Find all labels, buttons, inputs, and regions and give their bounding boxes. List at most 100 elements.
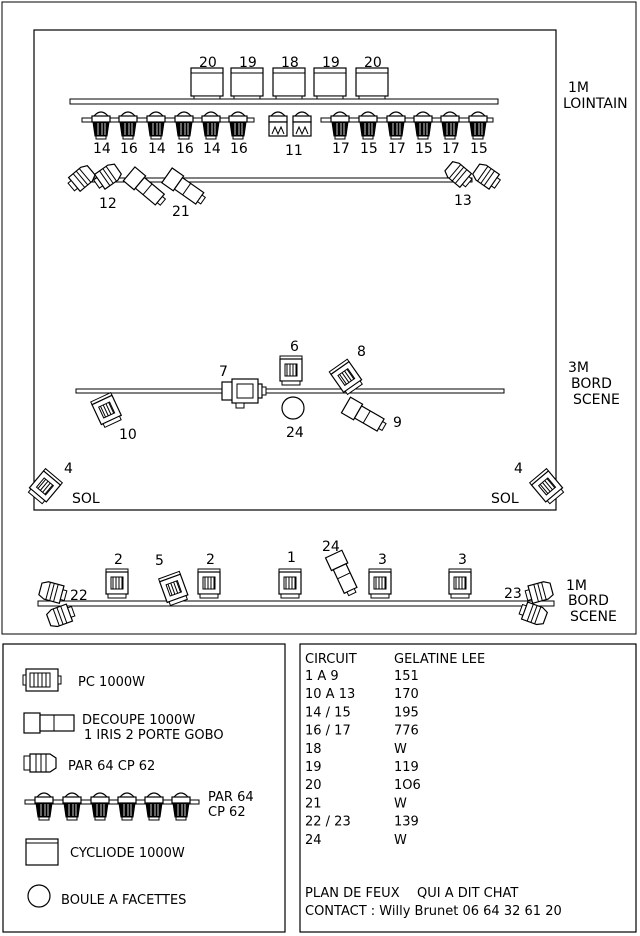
par-num: 17 <box>332 141 350 157</box>
mid-fixtures <box>90 355 390 436</box>
table-row-gel: 139 <box>394 815 419 830</box>
cyc-num: 19 <box>322 55 340 71</box>
table-row-gel: W <box>394 742 407 757</box>
par-bar-left <box>81 117 255 123</box>
fixture-num: 23 <box>504 586 522 602</box>
fixture-num: 4 <box>514 461 523 477</box>
fixture-num: 8 <box>357 344 366 360</box>
par-num: 17 <box>442 141 460 157</box>
legend-cyc: CYCLIODE 1000W <box>70 846 185 861</box>
table-row-gel: 195 <box>394 705 419 720</box>
stage-area <box>33 29 557 511</box>
table-row-gel: 119 <box>394 760 419 775</box>
front-pipe <box>37 600 555 607</box>
floor-fixtures <box>26 468 566 506</box>
table-row-circuit: 20 <box>305 778 322 793</box>
legend-par: PAR 64 CP 62 <box>68 759 155 774</box>
front-label-scene: SCENE <box>570 609 617 625</box>
legend-par-bar: PAR 64 <box>208 790 254 805</box>
table-frame <box>299 643 637 933</box>
par-num: 15 <box>415 141 433 157</box>
sol-label-left: SOL <box>72 491 100 507</box>
legend-decoupe-options: 1 IRIS 2 PORTE GOBO <box>84 728 224 743</box>
par-num: 17 <box>388 141 406 157</box>
table-row-circuit: 19 <box>305 760 322 775</box>
legend-pc-symbol <box>22 668 62 692</box>
lointain-pipe <box>69 98 499 105</box>
plan-name: QUI A DIT CHAT <box>417 886 518 901</box>
fixture-num: 4 <box>64 461 73 477</box>
par-num: 16 <box>230 141 248 157</box>
table-row-circuit: 21 <box>305 796 322 811</box>
table-row-circuit: 18 <box>305 742 322 757</box>
fixture-num: 2 <box>206 552 215 568</box>
table-row-gel: 151 <box>394 669 419 684</box>
fixture-num: 24 <box>322 539 340 555</box>
front-label-bord: BORD <box>568 593 609 609</box>
fixture-num: 24 <box>286 425 304 441</box>
legend-frame <box>2 643 286 933</box>
legend-par-bar-symbol <box>24 792 200 821</box>
legend-decoupe-symbol <box>23 712 75 734</box>
lointain-label: LOINTAIN <box>563 96 628 112</box>
fixture-num: 7 <box>219 364 228 380</box>
cyclo-row <box>190 67 389 100</box>
table-row-gel: 1O6 <box>394 778 421 793</box>
table-row-circuit: 1 A 9 <box>305 669 339 684</box>
mirror-ball <box>281 396 305 420</box>
mid-height: 3M <box>568 360 589 376</box>
table-row-circuit: 24 <box>305 833 322 848</box>
table-row-gel: 776 <box>394 724 419 739</box>
table-header-circuit: CIRCUIT <box>305 652 357 667</box>
par-num: 15 <box>470 141 488 157</box>
legend-cyc-symbol <box>25 838 59 866</box>
sol-label-right: SOL <box>491 491 519 507</box>
fixture-num: 12 <box>99 196 117 212</box>
par-num: 14 <box>203 141 221 157</box>
lointain-side-fixtures <box>64 158 504 210</box>
table-row-circuit: 16 / 17 <box>305 724 351 739</box>
fixture-num: 9 <box>393 415 402 431</box>
fixture-num: 10 <box>119 427 137 443</box>
table-row-circuit: 10 A 13 <box>305 687 355 702</box>
fixture-num: 3 <box>458 552 467 568</box>
fixture-num: 21 <box>172 204 190 220</box>
par-num: 14 <box>93 141 111 157</box>
fixture-num: 2 <box>114 552 123 568</box>
table-row-gel: W <box>394 833 407 848</box>
fixture-num: 5 <box>155 553 164 569</box>
table-header-gel: GELATINE LEE <box>394 652 485 667</box>
lointain-height: 1M <box>568 80 589 96</box>
legend-par-bar-gel: CP 62 <box>208 805 246 820</box>
par-row-lointain <box>91 111 488 140</box>
par-num: 16 <box>120 141 138 157</box>
table-row-circuit: 22 / 23 <box>305 815 351 830</box>
par-num: 11 <box>285 143 303 159</box>
legend-decoupe: DECOUPE 1000W <box>82 713 195 728</box>
cyc-num: 20 <box>199 55 217 71</box>
fixture-num: 3 <box>378 552 387 568</box>
fixture-num: 6 <box>290 339 299 355</box>
par-num: 16 <box>176 141 194 157</box>
contact: CONTACT : Willy Brunet 06 64 32 61 20 <box>305 904 562 919</box>
fixture-num: 22 <box>70 588 88 604</box>
fixture-num: 1 <box>287 550 296 566</box>
cyc-num: 20 <box>364 55 382 71</box>
cyc-num: 18 <box>281 55 299 71</box>
table-row-circuit: 14 / 15 <box>305 705 351 720</box>
legend-boule: BOULE A FACETTES <box>61 893 186 908</box>
stage-plan-frame <box>1 1 637 635</box>
mid-label-bord: BORD <box>571 376 612 392</box>
mid-label-scene: SCENE <box>573 392 620 408</box>
par-num: 14 <box>148 141 166 157</box>
table-row-gel: 170 <box>394 687 419 702</box>
legend-boule-symbol <box>27 884 51 908</box>
par-num: 15 <box>360 141 378 157</box>
legend-pc: PC 1000W <box>78 675 145 690</box>
plan-label: PLAN DE FEUX <box>305 886 400 901</box>
mid-pipe <box>75 388 505 394</box>
cyc-num: 19 <box>239 55 257 71</box>
table-rows: 1 A 9 151 10 A 13 170 14 / 15 195 16 / 17 776 18… <box>305 669 421 848</box>
fixture-num: 13 <box>454 193 472 209</box>
legend-par-symbol <box>23 753 57 773</box>
